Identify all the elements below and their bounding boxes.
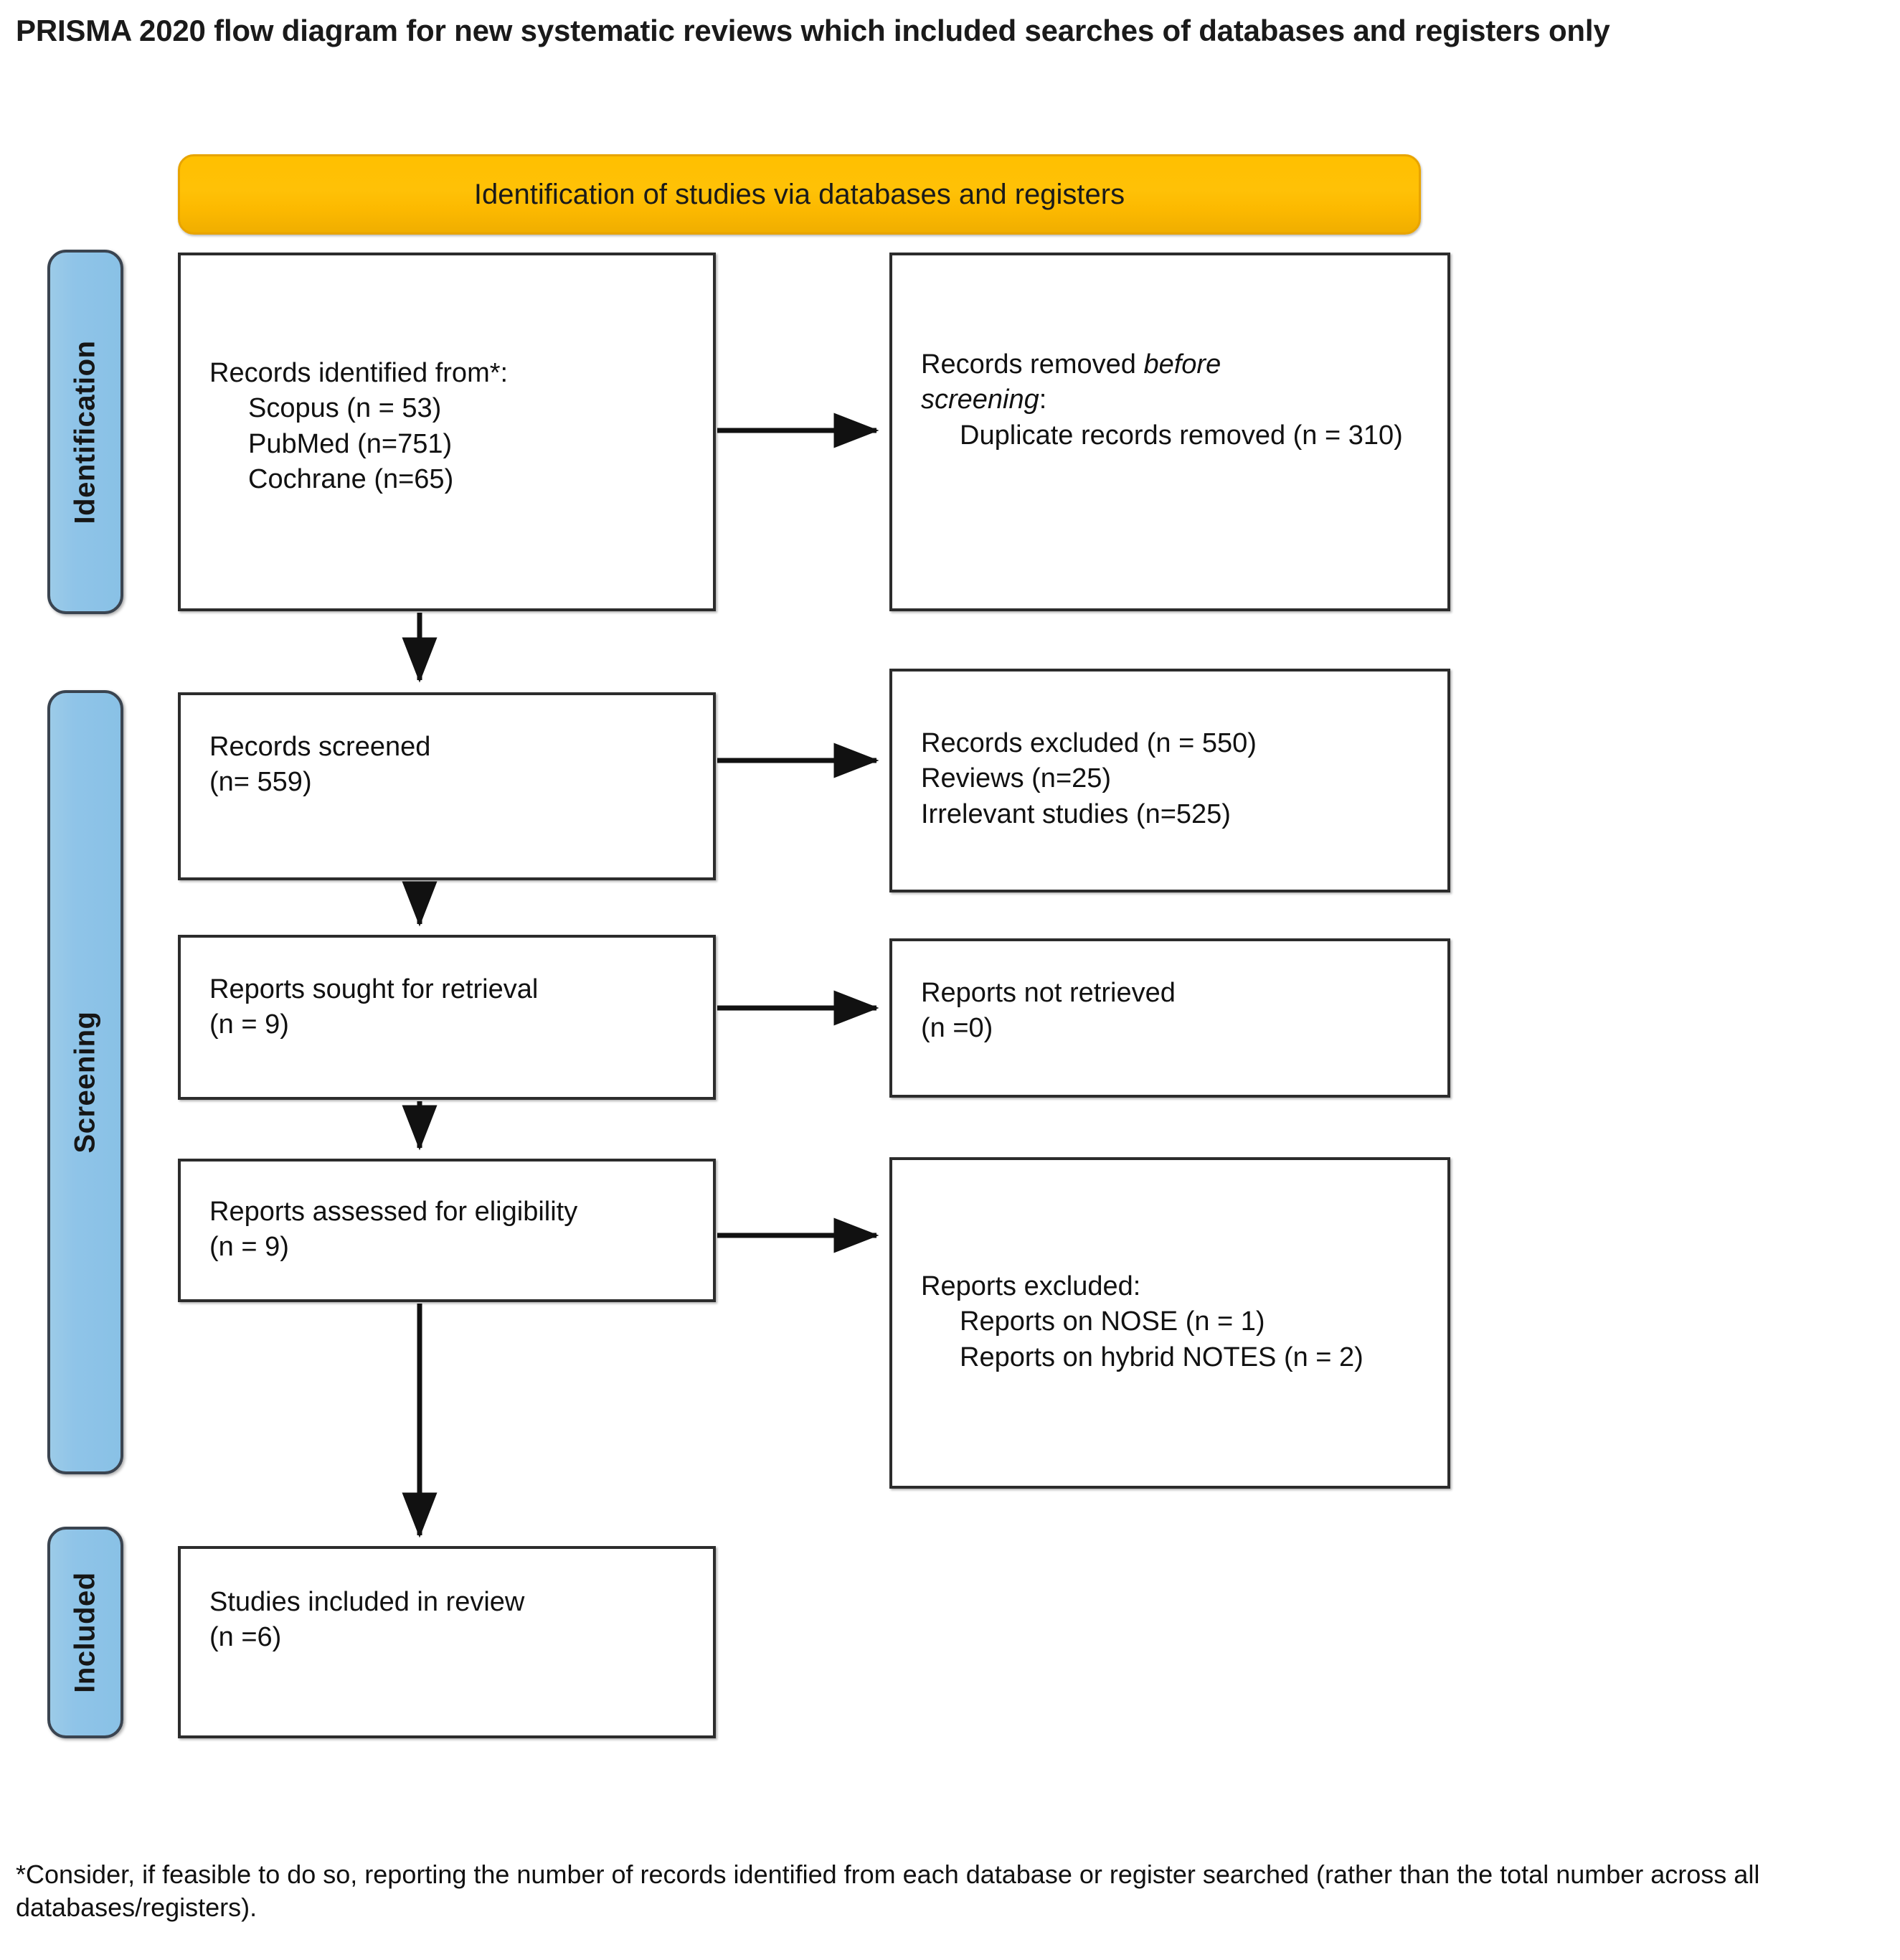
box-reports-not-retrieved: Reports not retrieved (n =0) xyxy=(889,938,1450,1098)
phase-rail-label-screening: Screening xyxy=(69,1011,101,1154)
reports-not-retrieved-label: Reports not retrieved xyxy=(921,978,1176,1008)
reports-excluded-nose: Reports on NOSE (n = 1) xyxy=(960,1306,1265,1337)
records-screened-count: (n= 559) xyxy=(209,767,312,798)
stage-banner-label: Identification of studies via databases … xyxy=(473,178,1125,210)
reports-sought-label: Reports sought for retrieval xyxy=(209,974,539,1004)
box-records-excluded-body: Records excluded (n = 550) Reviews (n=25… xyxy=(921,726,1432,832)
page-title: PRISMA 2020 flow diagram for new systema… xyxy=(16,14,1610,47)
box-studies-included-body: Studies included in review (n =6) xyxy=(209,1585,697,1656)
reports-excluded-heading: Reports excluded: xyxy=(921,1271,1141,1301)
records-excluded-total: Records excluded (n = 550) xyxy=(921,728,1257,758)
footnote: *Consider, if feasible to do so, reporti… xyxy=(16,1860,1760,1923)
phase-rail-label-identification: Identification xyxy=(69,340,101,524)
reports-not-retrieved-count: (n =0) xyxy=(921,1013,993,1044)
records-identified-scopus: Scopus (n = 53) xyxy=(248,393,442,424)
reports-eligibility-count: (n = 9) xyxy=(209,1232,289,1263)
records-identified-cochrane: Cochrane (n=65) xyxy=(248,464,454,495)
studies-included-label: Studies included in review xyxy=(209,1587,525,1617)
phase-rail-identification: Identification xyxy=(47,250,123,614)
records-excluded-reviews: Reviews (n=25) xyxy=(921,763,1112,794)
records-removed-heading-italic-before: before xyxy=(1143,349,1221,380)
stage-banner: Identification of studies via databases … xyxy=(178,154,1421,235)
box-records-screened-body: Records screened (n= 559) xyxy=(209,730,697,801)
box-reports-assessed-eligibility-body: Reports assessed for eligibility (n = 9) xyxy=(209,1195,697,1266)
records-identified-pubmed: PubMed (n=751) xyxy=(248,428,453,459)
box-reports-sought: Reports sought for retrieval (n = 9) xyxy=(178,935,716,1100)
box-reports-assessed-eligibility: Reports assessed for eligibility (n = 9) xyxy=(178,1159,716,1302)
records-removed-heading: Records removed before xyxy=(921,347,1432,382)
box-reports-excluded: Reports excluded: Reports on NOSE (n = 1… xyxy=(889,1157,1450,1489)
records-removed-heading-2: screening: xyxy=(921,382,1432,418)
box-records-excluded: Records excluded (n = 550) Reviews (n=25… xyxy=(889,669,1450,892)
box-records-removed-body: Records removed before screening: Duplic… xyxy=(921,347,1432,453)
records-removed-heading-plain: Records removed xyxy=(921,349,1144,380)
box-reports-not-retrieved-body: Reports not retrieved (n =0) xyxy=(921,976,1432,1047)
box-records-identified-body: Records identified from*: Scopus (n = 53… xyxy=(209,356,697,498)
box-records-identified: Records identified from*: Scopus (n = 53… xyxy=(178,253,716,611)
phase-rail-screening: Screening xyxy=(47,690,123,1474)
box-records-screened: Records screened (n= 559) xyxy=(178,692,716,880)
studies-included-count: (n =6) xyxy=(209,1622,282,1653)
records-removed-heading-colon: : xyxy=(1039,385,1047,415)
reports-eligibility-label: Reports assessed for eligibility xyxy=(209,1197,578,1227)
box-records-removed: Records removed before screening: Duplic… xyxy=(889,253,1450,611)
box-reports-sought-body: Reports sought for retrieval (n = 9) xyxy=(209,972,697,1043)
box-reports-excluded-body: Reports excluded: Reports on NOSE (n = 1… xyxy=(921,1269,1432,1375)
records-identified-heading: Records identified from*: xyxy=(209,358,509,388)
phase-rail-included: Included xyxy=(47,1527,123,1738)
records-removed-duplicates: Duplicate records removed (n = 310) xyxy=(960,420,1403,451)
records-removed-heading-italic-screening: screening xyxy=(921,385,1039,415)
box-studies-included: Studies included in review (n =6) xyxy=(178,1546,716,1738)
reports-sought-count: (n = 9) xyxy=(209,1009,289,1040)
phase-rail-label-included: Included xyxy=(69,1572,101,1693)
records-excluded-irrelevant: Irrelevant studies (n=525) xyxy=(921,798,1231,829)
reports-excluded-notes: Reports on hybrid NOTES (n = 2) xyxy=(960,1342,1363,1372)
records-screened-label: Records screened xyxy=(209,732,431,762)
